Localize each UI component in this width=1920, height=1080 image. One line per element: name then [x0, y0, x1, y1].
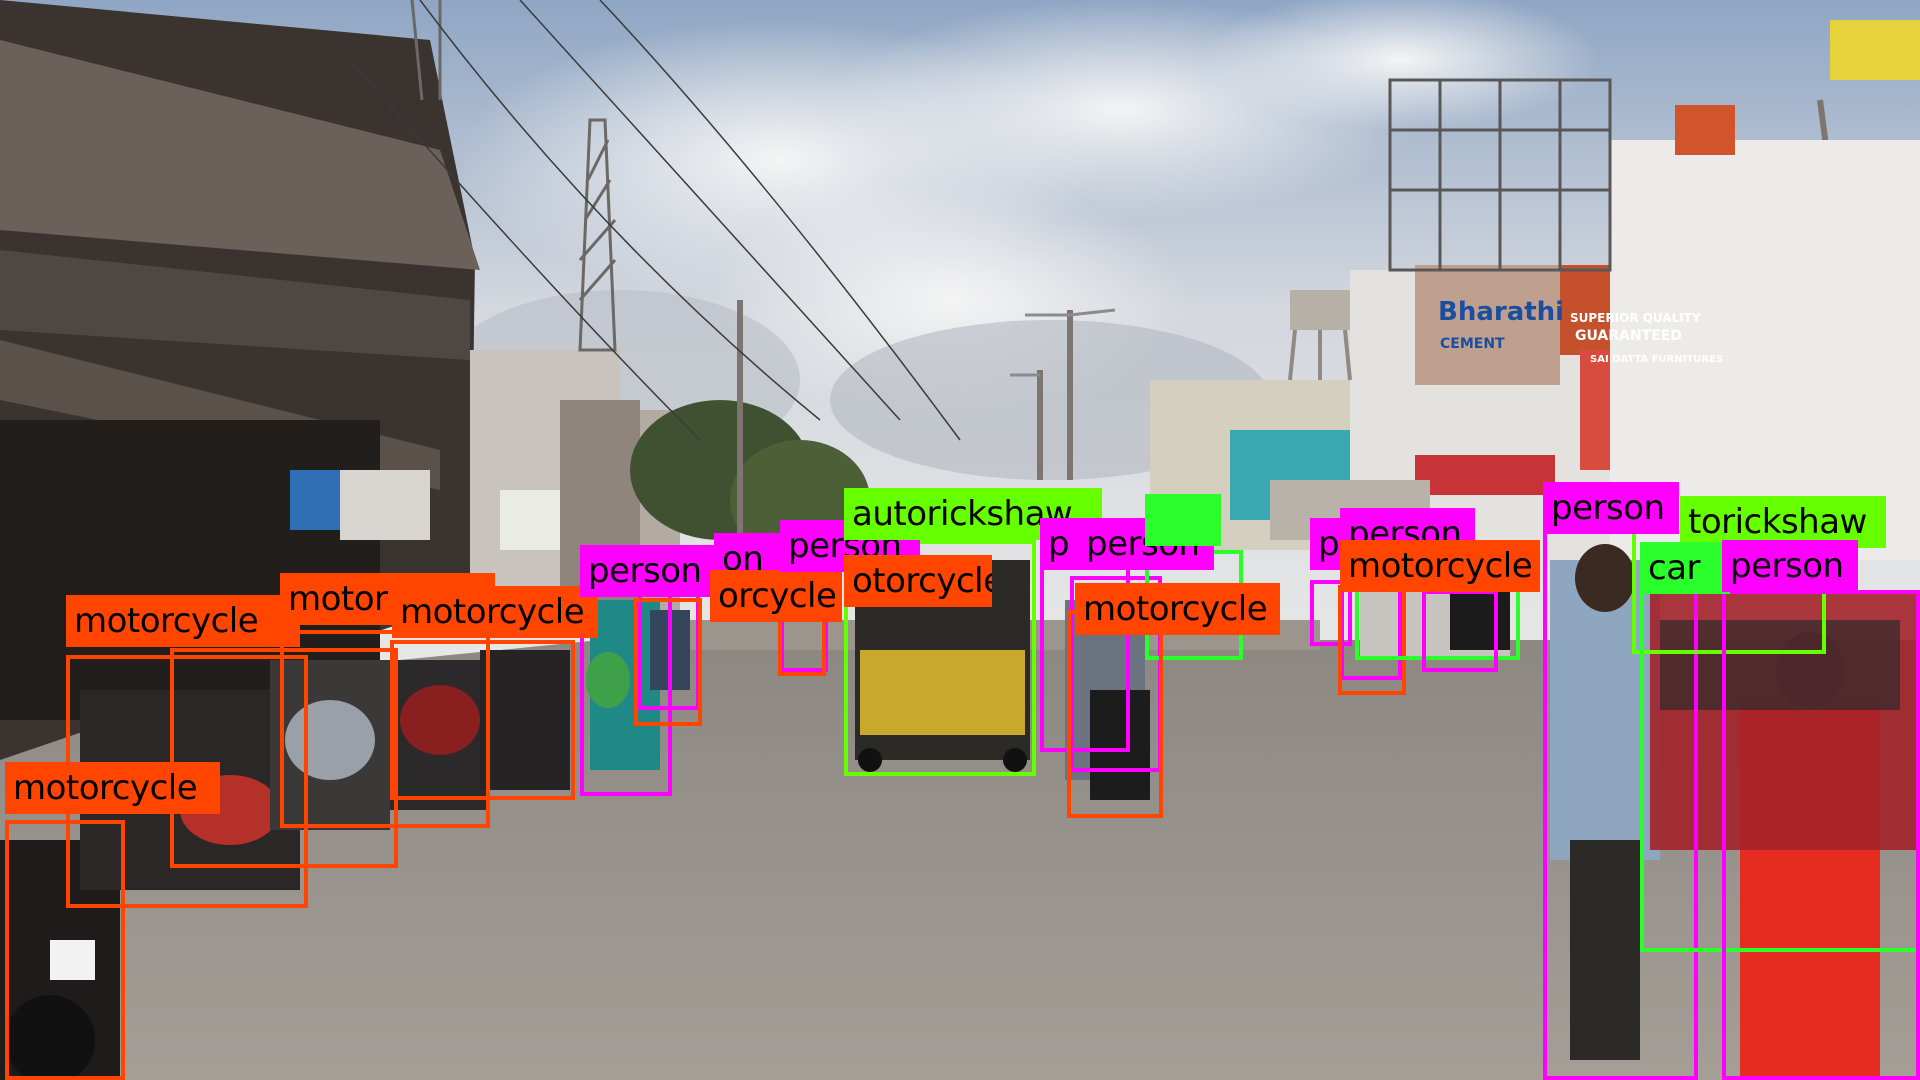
right-buildings — [1150, 20, 1920, 570]
detection-box-motorcycle — [280, 630, 490, 828]
svg-text:Bharathi: Bharathi — [1438, 297, 1564, 327]
detection-box-person — [1422, 590, 1498, 672]
street-lamps — [1010, 308, 1116, 377]
cell-tower — [410, 0, 617, 352]
detection-label-motorcycle: otorcycle — [844, 555, 992, 607]
svg-text:CEMENT: CEMENT — [1440, 336, 1505, 352]
detection-label-motorcycle: motorcycle — [1340, 540, 1540, 592]
detection-label-motorcycle: motor — [280, 573, 495, 625]
detection-label-person: p — [1310, 518, 1340, 570]
detection-label-motorcycle: motorcycle — [1075, 583, 1280, 635]
detection-label-motorcycle: motorcycle — [5, 762, 220, 814]
detection-box-person — [1310, 580, 1352, 646]
detection-label-autorickshaw: torickshaw — [1680, 496, 1886, 548]
power-lines — [349, 0, 961, 441]
detection-label-person: person — [1722, 540, 1858, 592]
detection-box-motorcycle — [1067, 610, 1163, 818]
detection-label-person: person — [1543, 482, 1679, 534]
detection-label-person: person — [580, 545, 714, 597]
svg-text:GUARANTEED: GUARANTEED — [1575, 328, 1682, 344]
water-tank — [1288, 290, 1352, 381]
detection-label-autorickshaw: autorickshaw — [844, 488, 1102, 540]
detection-box-autorickshaw — [844, 540, 1036, 776]
detection-label-person: p — [1040, 518, 1080, 570]
detection-label-motorcycle: motorcycle — [392, 586, 598, 638]
detection-label-car — [1145, 494, 1221, 546]
detection-label-motorcycle: motorcycle — [66, 595, 300, 647]
left-building — [0, 0, 480, 760]
detection-box-motorcycle — [170, 648, 398, 868]
billboard-frame — [1388, 78, 1612, 272]
signboards: Bharathi CEMENT SUPERIOR QUALITY GUARANT… — [1438, 297, 1723, 365]
parked-motorcycles — [0, 650, 570, 1080]
svg-text:SAI DATTA FURNITURES: SAI DATTA FURNITURES — [1590, 354, 1723, 365]
detection-box-motorcycle — [5, 820, 125, 1080]
detection-box-motorcycle — [634, 598, 702, 726]
detection-label-motorcycle: orcycle — [710, 570, 842, 622]
detection-box-motorcycle — [390, 640, 575, 800]
detection-box-person — [1722, 590, 1920, 1080]
detection-label-car: car — [1640, 542, 1730, 594]
svg-text:SUPERIOR QUALITY: SUPERIOR QUALITY — [1570, 311, 1701, 325]
